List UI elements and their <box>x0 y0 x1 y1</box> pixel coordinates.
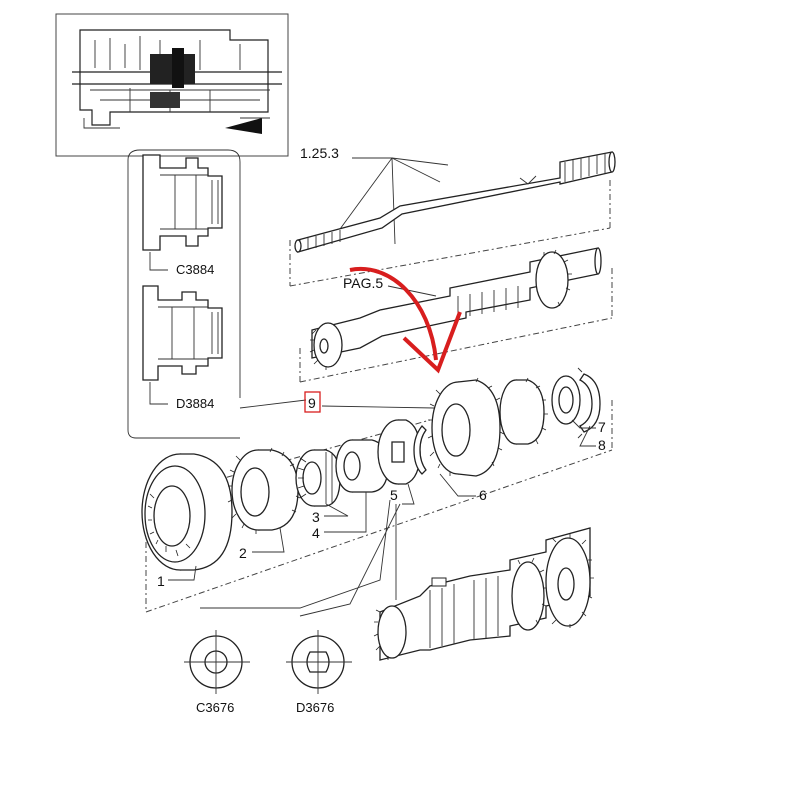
detail-c3676 <box>184 630 250 694</box>
part-8-circlip <box>577 367 601 439</box>
item-2-label: 2 <box>239 545 247 561</box>
part-2-gear <box>227 447 301 534</box>
item-1-label: 1 <box>157 573 165 589</box>
sub-panel-3884: C3884 D3884 <box>127 149 307 439</box>
part-7-washer <box>551 375 581 425</box>
part-d3884 <box>142 285 223 405</box>
detail-d3676 <box>286 630 352 694</box>
part-1-sleeve <box>141 453 233 571</box>
part-6-double-gear <box>427 377 548 477</box>
item-4-label: 4 <box>312 525 320 541</box>
middle-shaft <box>299 247 613 383</box>
code-d3884: D3884 <box>176 396 214 411</box>
item-8-label: 8 <box>598 437 606 453</box>
part-c3884 <box>142 154 223 271</box>
part-snap-ring <box>413 425 427 475</box>
highlight-arrowhead <box>402 311 462 374</box>
part-3-needle-bearing <box>295 449 341 507</box>
code-c3676: C3676 <box>196 700 234 715</box>
code-d3676: D3676 <box>296 700 334 715</box>
upper-shaft <box>289 151 616 287</box>
label-page-ref: PAG.5 <box>343 275 383 291</box>
item-6-label: 6 <box>479 487 487 503</box>
code-c3884: C3884 <box>176 262 214 277</box>
highlight-arrow <box>349 266 438 361</box>
lower-shaft-assembly <box>373 527 594 661</box>
item-3-label: 3 <box>312 509 320 525</box>
overview-thumbnail <box>55 13 289 157</box>
item-5-label: 5 <box>390 487 398 503</box>
part-5-washer <box>377 419 421 485</box>
item-9-box <box>304 391 321 413</box>
item-7-label: 7 <box>598 419 606 435</box>
label-shaft-ref: 1.25.3 <box>300 145 339 161</box>
item-9-label: 9 <box>308 395 316 411</box>
